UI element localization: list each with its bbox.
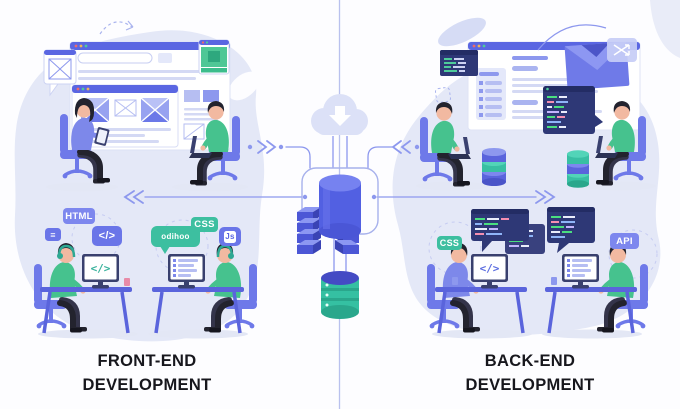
code-panel-small (440, 50, 478, 76)
backend-title-line2: DEVELOPMENT (465, 376, 595, 394)
connector-dots (247, 144, 420, 200)
monitor-code-text: </> (480, 262, 500, 275)
document-screen (567, 259, 592, 277)
css-badge-left: CSS (191, 217, 218, 232)
code-icon: </> (98, 230, 116, 242)
list-icon-badge: ≡ (45, 228, 61, 241)
image-placeholder-icon (48, 58, 72, 80)
frontend-title-line1: FRONT-END (97, 352, 197, 370)
form-panel (476, 68, 506, 120)
chat-bubble-label: odihoo (161, 232, 190, 241)
frontend-title: FRONT-END DEVELOPMENT (57, 349, 237, 397)
pen-cup (124, 278, 130, 286)
dashed-square-decoration (434, 86, 452, 104)
sync-arrows-icon (607, 38, 637, 62)
mini-window-green (198, 39, 230, 75)
chat-bubble-badge: odihoo (151, 226, 200, 254)
db-coins-stack (567, 150, 589, 188)
api-badge: API (610, 233, 639, 249)
mini-window-bubble (43, 49, 77, 97)
desk-scene-frontend-1: </> (32, 243, 134, 333)
chevrons-left-icon (391, 140, 402, 154)
code-bubble-group (471, 209, 545, 254)
desk-scene-backend-1: </> (425, 243, 529, 333)
css-badge-label: CSS (439, 238, 460, 248)
image-placeholder-icon (140, 97, 170, 123)
arrow-left-icon (123, 190, 135, 204)
js-badge: Js (219, 227, 241, 246)
arrow-right-icon (535, 190, 547, 204)
window-dot-icon (74, 44, 78, 48)
desk-scene-frontend-2 (150, 243, 259, 333)
cloud-download-icon (311, 94, 368, 135)
database-cylinder-main (319, 174, 361, 239)
code-bubble-api (547, 207, 595, 253)
code-badge: </> (92, 226, 122, 246)
html-badge: HTML (63, 208, 95, 224)
js-icon: Js (224, 230, 236, 243)
chevrons-right-icon (257, 140, 268, 154)
list-icon: ≡ (50, 229, 56, 240)
backend-title-line1: BACK-END (484, 352, 576, 370)
db-coins-stack (482, 148, 506, 186)
dashed-arrow (99, 20, 134, 35)
arc-decoration (537, 24, 607, 51)
html-badge-label: HTML (65, 210, 93, 222)
api-badge-label: API (616, 235, 633, 247)
css-badge-label: CSS (194, 219, 215, 230)
headphones-icon (57, 244, 76, 258)
code-window-bubble (543, 86, 603, 134)
css-badge-right: CSS (437, 236, 462, 250)
document-screen (173, 259, 198, 277)
download-arrow-icon (329, 106, 351, 126)
search-bar-wireframe (77, 52, 153, 64)
pen-cup (551, 277, 557, 285)
frontend-title-line2: DEVELOPMENT (82, 376, 212, 394)
cloud-links (332, 136, 348, 168)
database-cylinder-teal (321, 271, 359, 319)
headphones-icon (216, 244, 234, 258)
monitor-code-text: </> (91, 262, 111, 275)
server-rack-left (297, 207, 321, 254)
desk-scene-backend-2 (543, 243, 650, 333)
backend-title: BACK-END DEVELOPMENT (440, 349, 620, 397)
data-flow-arrows (123, 140, 556, 204)
pen-cup (452, 277, 458, 285)
